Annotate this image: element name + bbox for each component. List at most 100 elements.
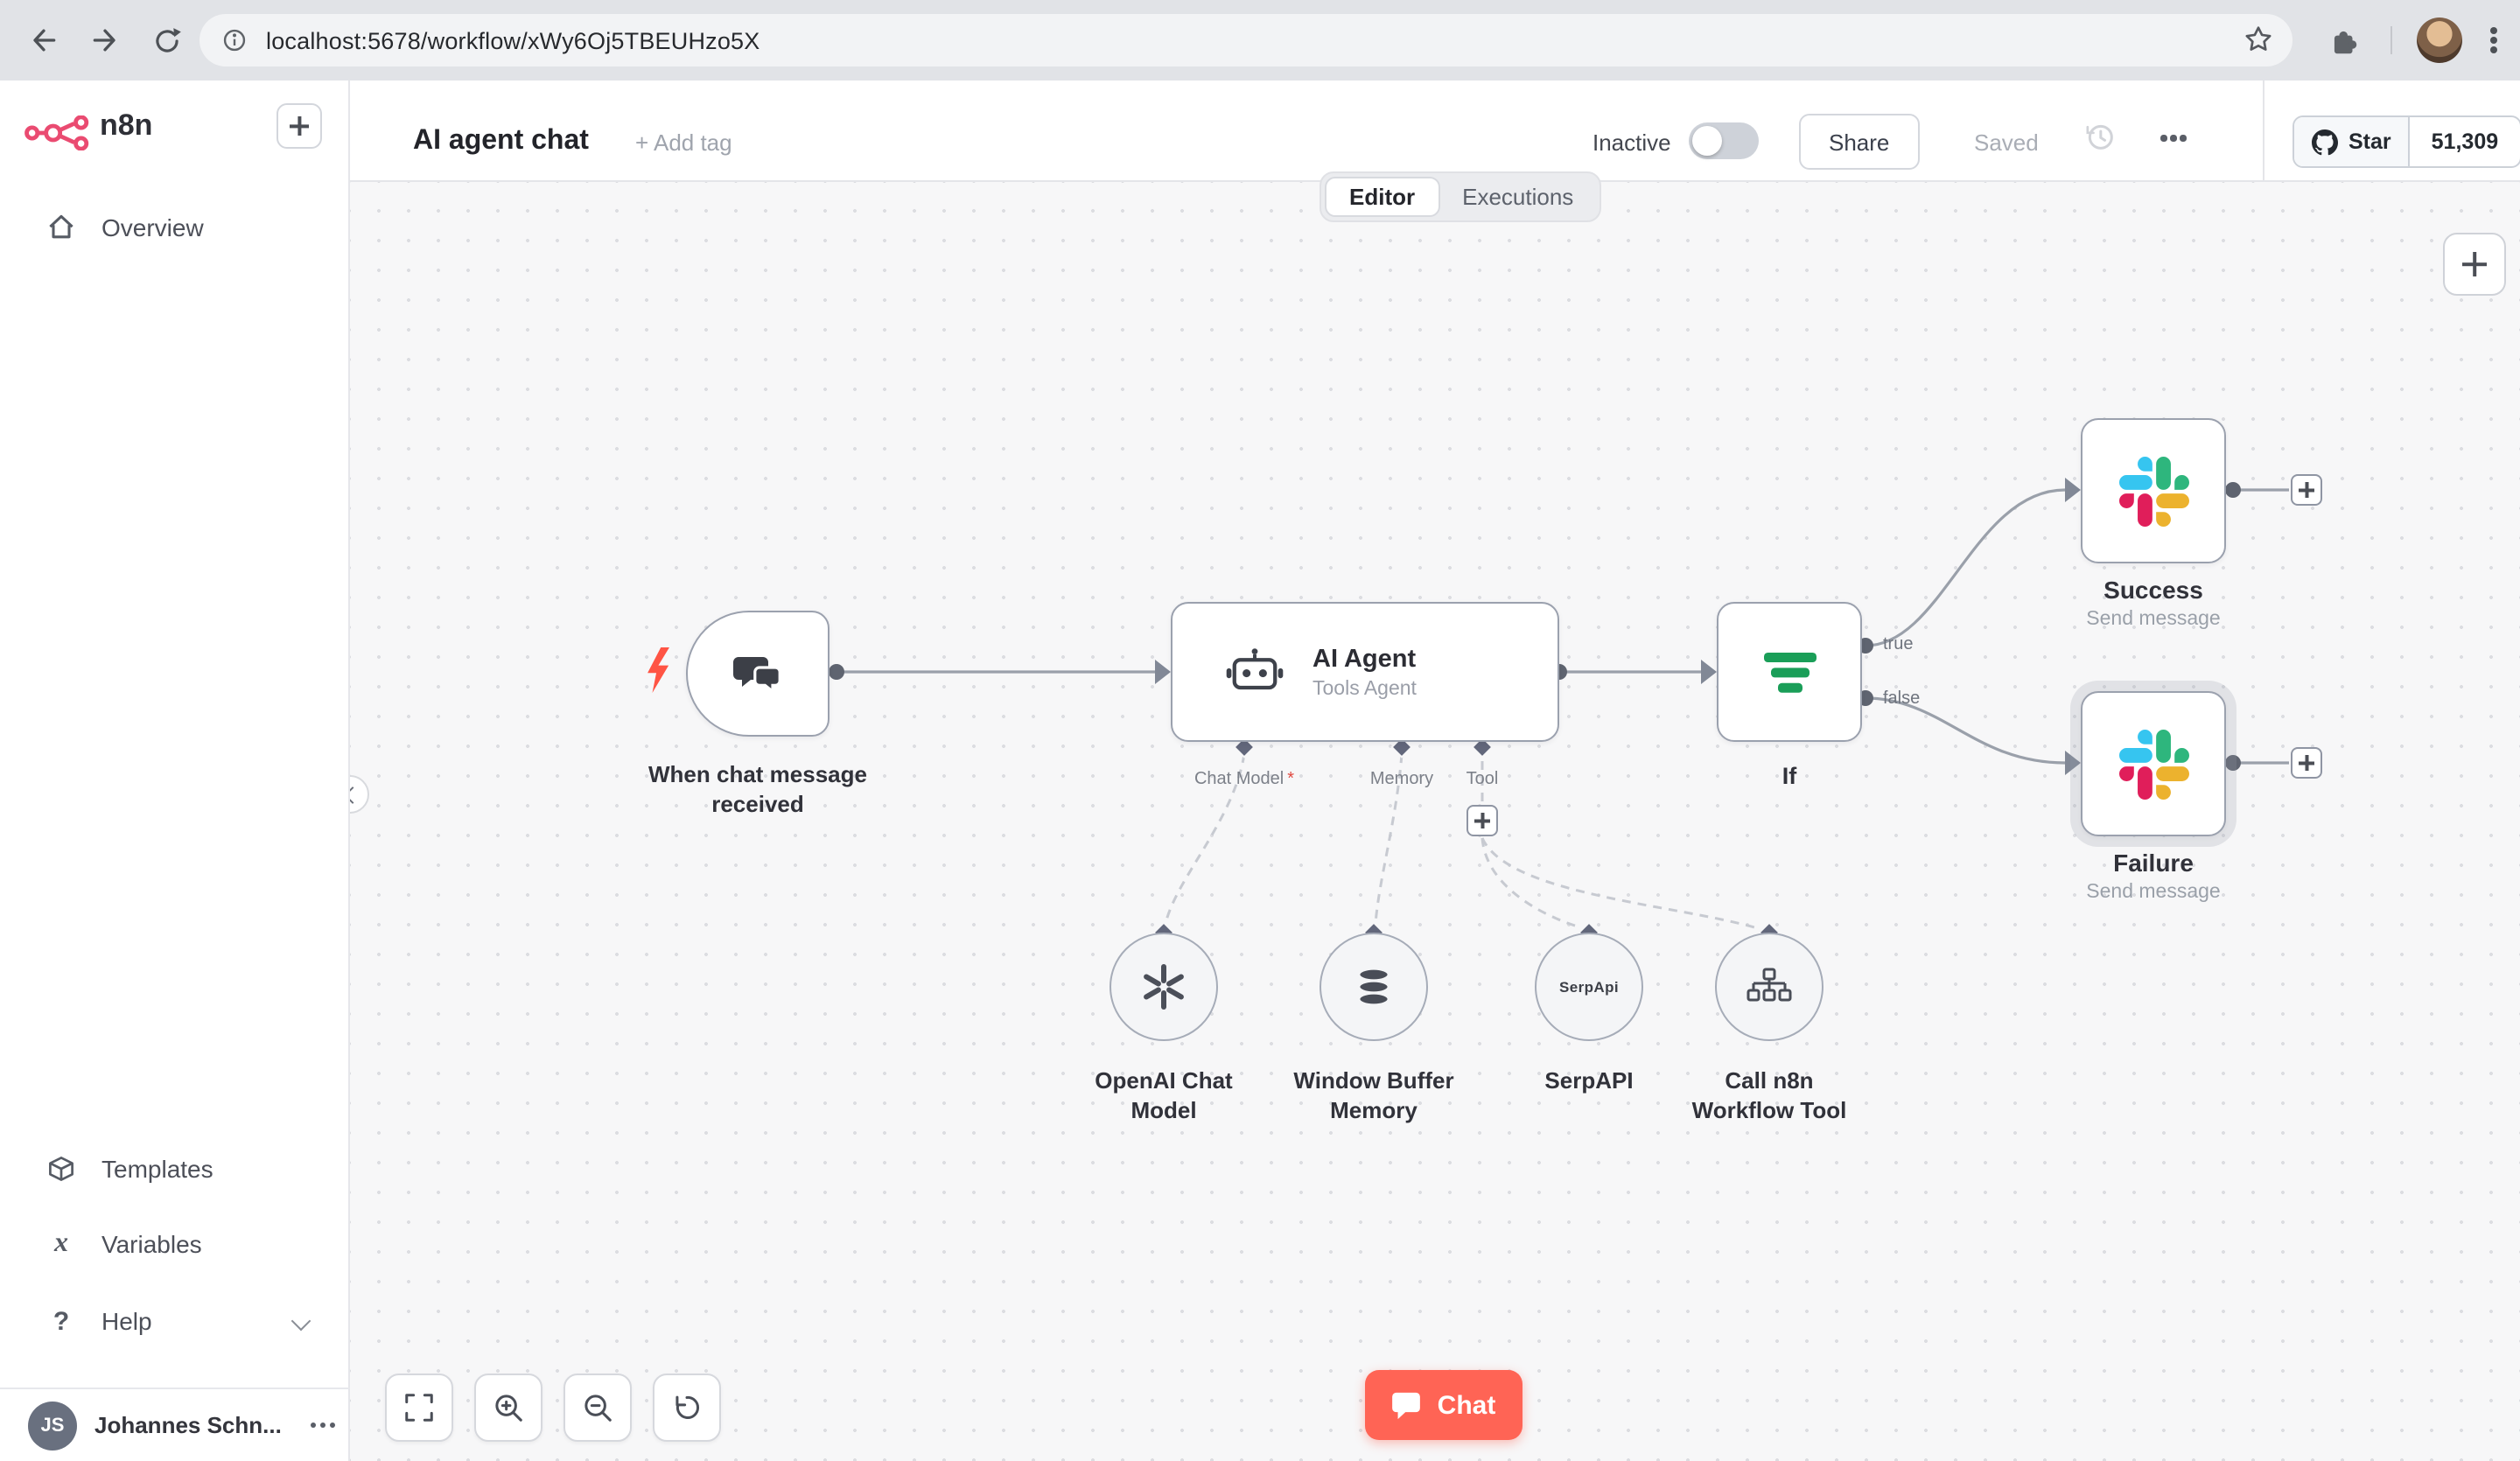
github-star-widget[interactable]: Star 51,309 bbox=[2292, 115, 2520, 168]
github-star-button[interactable]: Star bbox=[2294, 117, 2411, 166]
sidebar: n8n Overview Templates x Variables ? Hel… bbox=[0, 80, 350, 1461]
sidebar-item-overview[interactable]: Overview bbox=[0, 196, 350, 259]
sidebar-item-variables[interactable]: x Variables bbox=[0, 1213, 350, 1276]
trigger-bolt-icon bbox=[648, 647, 669, 693]
new-workflow-button[interactable] bbox=[276, 103, 322, 149]
forward-button[interactable] bbox=[75, 10, 135, 70]
sidebar-item-help[interactable]: ? Help bbox=[0, 1290, 350, 1353]
workflow-menu-button[interactable] bbox=[2170, 135, 2176, 141]
fit-view-icon bbox=[405, 1394, 433, 1422]
browser-menu-button[interactable] bbox=[2464, 10, 2520, 70]
chat-bubbles-icon bbox=[733, 656, 781, 694]
github-icon bbox=[2312, 129, 2338, 155]
reload-button[interactable] bbox=[136, 10, 196, 70]
subnode-openai-chat-model[interactable] bbox=[1110, 933, 1218, 1041]
slack-icon bbox=[2118, 729, 2188, 799]
node-label-if: If bbox=[1782, 763, 1797, 789]
profile-avatar[interactable] bbox=[2417, 17, 2462, 63]
activation-status-label: Inactive bbox=[1592, 129, 1671, 156]
connection-lines bbox=[836, 488, 2289, 765]
serpapi-logo-text: SerpApi bbox=[1559, 978, 1619, 996]
github-star-label: Star bbox=[2348, 129, 2391, 154]
share-button[interactable]: Share bbox=[1799, 114, 1920, 170]
output-label-true: true bbox=[1883, 635, 1914, 654]
view-tabs: Editor Executions bbox=[1320, 171, 1602, 222]
back-icon bbox=[33, 29, 56, 52]
robot-icon bbox=[1226, 647, 1284, 689]
fit-view-button[interactable] bbox=[385, 1374, 453, 1442]
templates-box-icon bbox=[49, 1157, 74, 1181]
undo-reset-icon bbox=[676, 1395, 700, 1419]
info-icon[interactable] bbox=[220, 26, 248, 54]
node-failure[interactable] bbox=[2081, 691, 2226, 836]
workflow-header: AI agent chat + Add tag Inactive Share S… bbox=[350, 80, 2520, 182]
n8n-logo bbox=[24, 115, 89, 150]
agent-text-block: AI Agent Tools Agent bbox=[1312, 645, 1417, 699]
subnode-serpapi[interactable]: SerpApi bbox=[1535, 933, 1643, 1041]
node-ai-agent[interactable]: AI Agent Tools Agent bbox=[1171, 602, 1559, 742]
agent-port-memory[interactable]: Memory bbox=[1369, 770, 1434, 789]
reload-icon bbox=[155, 27, 180, 52]
zoom-in-icon bbox=[495, 1395, 522, 1422]
kebab-menu-icon bbox=[2490, 37, 2497, 44]
filter-icon bbox=[1763, 652, 1816, 692]
url-bar[interactable]: localhost:5678/workflow/xWy6Oj5TBEUHzo5X bbox=[200, 14, 2292, 66]
canvas-controls bbox=[385, 1374, 721, 1442]
tab-editor[interactable]: Editor bbox=[1325, 177, 1440, 217]
node-chat-trigger[interactable] bbox=[686, 611, 830, 737]
github-star-count[interactable]: 51,309 bbox=[2431, 129, 2499, 154]
input-arrows bbox=[1155, 478, 2081, 775]
user-options-icon[interactable] bbox=[319, 1422, 326, 1429]
node-sub-failure: Send message bbox=[2086, 882, 2221, 903]
chevron-left-icon bbox=[350, 786, 361, 803]
node-if[interactable] bbox=[1717, 602, 1862, 742]
browser-toolbar: localhost:5678/workflow/xWy6Oj5TBEUHzo5X bbox=[0, 0, 2520, 82]
zoom-in-button[interactable] bbox=[474, 1374, 542, 1442]
sidebar-item-label: Overview bbox=[102, 213, 204, 241]
reset-zoom-button[interactable] bbox=[653, 1374, 721, 1442]
agent-subtitle: Tools Agent bbox=[1312, 678, 1417, 699]
home-icon bbox=[49, 214, 74, 239]
saved-status: Saved bbox=[1974, 129, 2039, 156]
output-label-false: false bbox=[1883, 689, 1921, 709]
add-node-button[interactable] bbox=[2443, 233, 2506, 296]
agent-title: AI Agent bbox=[1312, 645, 1417, 673]
history-icon[interactable] bbox=[2082, 119, 2118, 154]
subnode-window-buffer-memory[interactable] bbox=[1320, 933, 1428, 1041]
slack-icon bbox=[2118, 456, 2188, 526]
toolbar-divider bbox=[2390, 26, 2392, 54]
node-success[interactable] bbox=[2081, 418, 2226, 563]
tab-executions[interactable]: Executions bbox=[1462, 184, 1574, 210]
header-divider bbox=[2263, 80, 2264, 180]
add-tool-button[interactable] bbox=[1466, 805, 1498, 836]
subnode-label-memory: Window Buffer Memory bbox=[1293, 1067, 1454, 1123]
toggle-knob bbox=[1692, 126, 1722, 156]
bookmark-star-button[interactable] bbox=[2242, 23, 2275, 56]
subnode-call-n8n-workflow-tool[interactable] bbox=[1715, 933, 1824, 1041]
node-label-success: Success bbox=[2104, 576, 2203, 604]
node-label-failure: Failure bbox=[2113, 849, 2194, 877]
sidebar-item-label: Help bbox=[102, 1307, 152, 1335]
agent-port-chat-model[interactable]: Chat Model* bbox=[1157, 770, 1332, 789]
agent-port-tool[interactable]: Tool bbox=[1466, 770, 1499, 789]
activation-toggle[interactable] bbox=[1689, 122, 1759, 159]
add-node-after-failure-button[interactable] bbox=[2291, 747, 2322, 779]
add-tag-button[interactable]: + Add tag bbox=[635, 129, 732, 156]
ai-subnode-dashed-lines bbox=[1164, 753, 1761, 931]
chevron-down-icon[interactable] bbox=[290, 1311, 312, 1332]
add-node-after-success-button[interactable] bbox=[2291, 474, 2322, 506]
zoom-out-button[interactable] bbox=[564, 1374, 632, 1442]
openai-icon bbox=[1144, 964, 1184, 1010]
database-icon bbox=[1357, 967, 1390, 1007]
back-button[interactable] bbox=[14, 10, 74, 70]
workflow-title[interactable]: AI agent chat bbox=[413, 126, 589, 156]
user-menu[interactable]: JS Johannes Schn... bbox=[0, 1388, 350, 1461]
chat-button[interactable]: Chat bbox=[1365, 1370, 1522, 1440]
port-label-text: Chat Model bbox=[1194, 770, 1284, 789]
workflow-canvas[interactable]: When chat message received AI Agent Tool… bbox=[350, 182, 2520, 1461]
extensions-button[interactable] bbox=[2314, 10, 2373, 70]
sidebar-item-templates[interactable]: Templates bbox=[0, 1137, 350, 1200]
sidebar-item-label: Variables bbox=[102, 1230, 202, 1258]
variables-x-icon: x bbox=[54, 1228, 68, 1258]
